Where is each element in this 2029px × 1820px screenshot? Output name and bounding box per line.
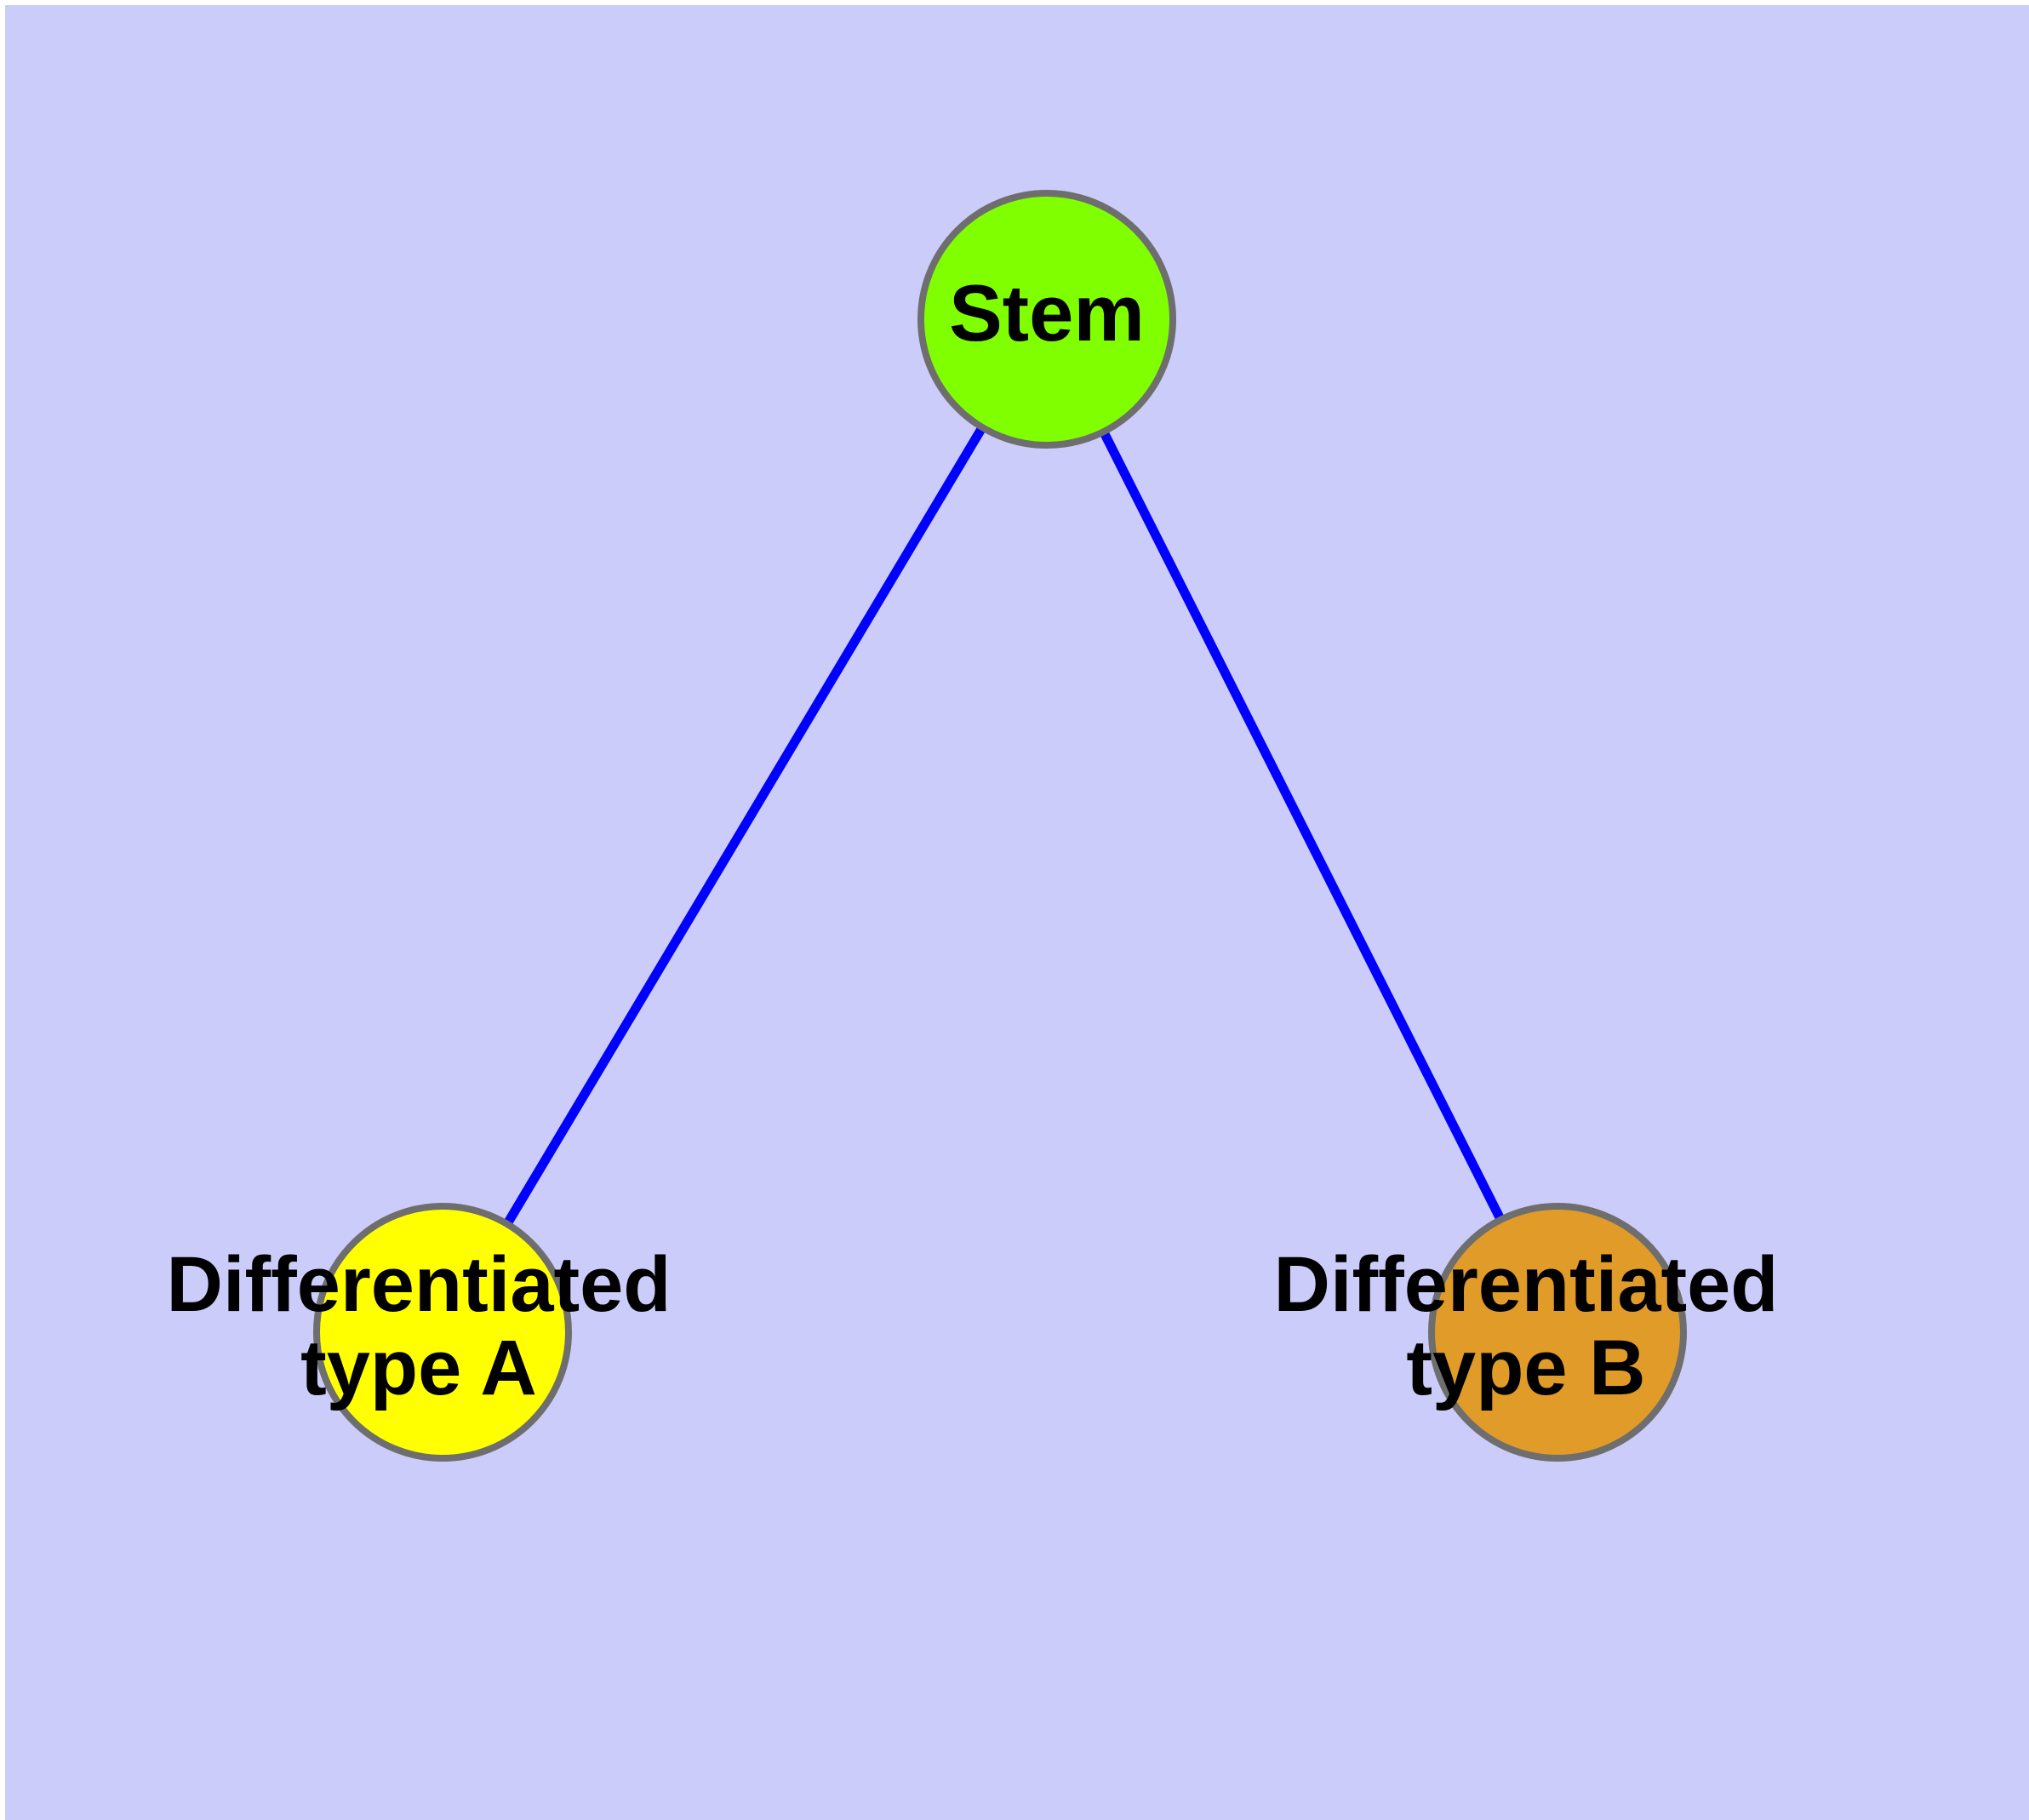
graph-edge-stem-diff_a xyxy=(503,425,986,1227)
graph-node-label-line: type B xyxy=(1406,1325,1645,1411)
graph-node-label-line: Differentiated xyxy=(167,1241,672,1328)
graph-node-label-line: Differentiated xyxy=(1274,1241,1779,1328)
graph-edge-stem-diff_b xyxy=(1099,429,1506,1222)
graph-node-label-line: Stem xyxy=(949,268,1145,358)
graph-node-label-stem: Stem xyxy=(949,268,1145,358)
graph-node-stem[interactable] xyxy=(917,190,1176,449)
edges-group xyxy=(503,425,1506,1227)
graph-node-diff_a[interactable] xyxy=(313,1203,572,1462)
graph-node-diff_b[interactable] xyxy=(1428,1203,1687,1462)
graph-node-label-line: type A xyxy=(300,1325,537,1411)
nodes-group xyxy=(313,190,1687,1462)
